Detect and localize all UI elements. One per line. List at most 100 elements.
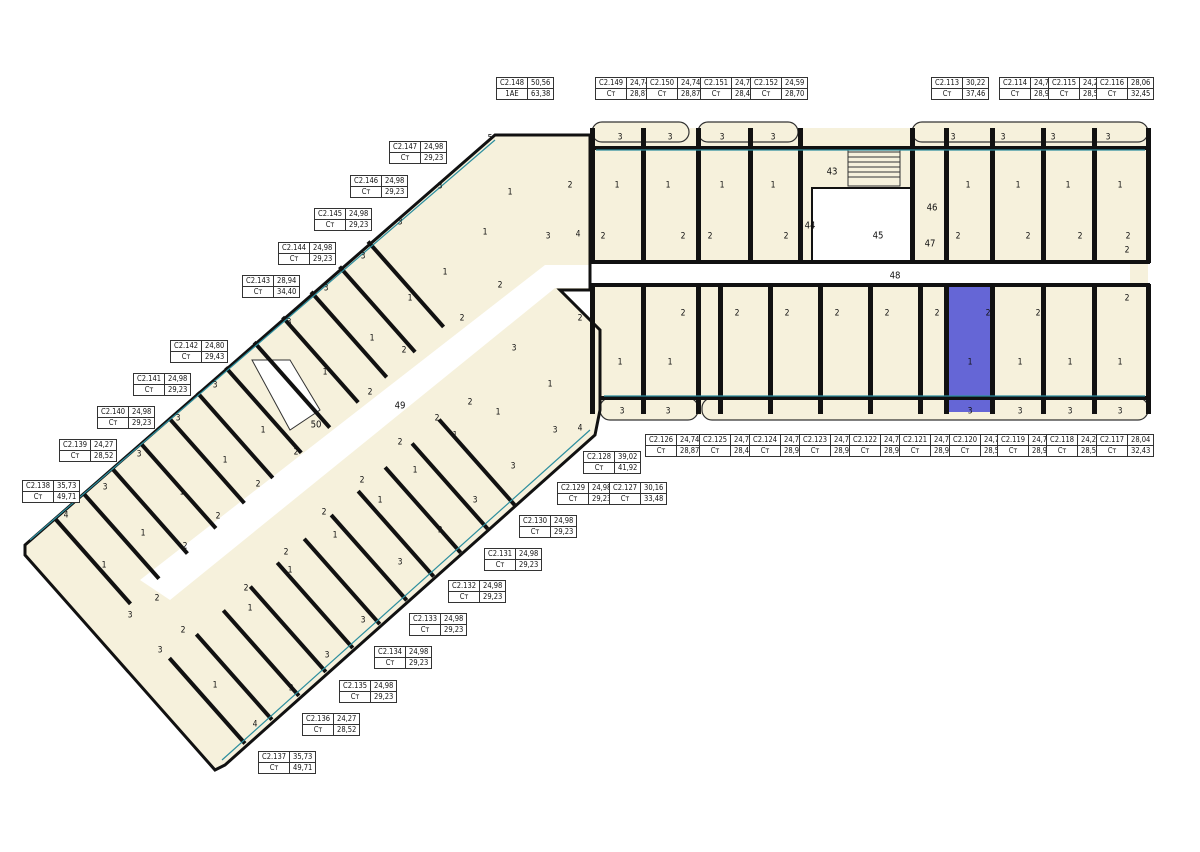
unit-tag-a: 24,74 [627, 78, 653, 89]
unit-tag-id: C2.113 [932, 78, 964, 89]
wall [718, 284, 723, 414]
room-label: 2 [181, 626, 186, 636]
room-label: 1 [453, 431, 458, 441]
room-label: 1 [868, 358, 873, 368]
core-block [811, 187, 913, 263]
wall [366, 240, 446, 329]
room-label: 3 [289, 684, 294, 694]
room-label: 2 [681, 232, 686, 242]
unit-tag-id: C2.123 [800, 435, 832, 446]
unit-tag-id: C2.145 [315, 209, 347, 220]
room-label: 2 [986, 309, 991, 319]
room-label: 1 [615, 181, 620, 191]
top-balcony [591, 121, 690, 143]
wall [281, 315, 360, 404]
room-label: 2 [284, 548, 289, 558]
room-label: 2 [1026, 232, 1031, 242]
unit-tag-k: Ст [700, 446, 732, 456]
room-label: 3 [868, 407, 873, 417]
room-label: 1 [248, 604, 253, 614]
unit-tag-k: Ст [98, 418, 130, 428]
unit-tag-b: 29,23 [444, 625, 464, 634]
room-label: 3 [1068, 407, 1073, 417]
unit-tag-a: 35,73 [54, 481, 80, 492]
unit-tag-id: C2.136 [303, 714, 335, 725]
unit-tag-b: 29,23 [424, 153, 444, 162]
wall [221, 609, 301, 698]
unit-tag-a: 24,74 [981, 435, 1007, 446]
unit-tag-b: 63,38 [531, 89, 551, 98]
unit-tag-id: C2.119 [998, 435, 1030, 446]
room-label: 3 [176, 414, 181, 424]
room-label: 2 [294, 448, 299, 458]
unit-tag-a: 28,06 [1128, 78, 1154, 89]
room-label: 44 [805, 221, 816, 232]
unit-tag-b: 28,52 [1083, 89, 1103, 98]
room-label: 1 [1018, 358, 1023, 368]
unit-tag-k: Ст [751, 89, 783, 99]
unit-tag-k: Ст [410, 625, 442, 635]
room-label: 3 [361, 616, 366, 626]
unit-tag-b: 49,71 [293, 763, 313, 772]
room-label: 3 [720, 133, 725, 143]
unit-tag-a: 24,73 [732, 78, 758, 89]
window-line [29, 139, 496, 541]
unit-tag-k: Ст [303, 725, 335, 735]
unit-tag-id: C2.115 [1049, 78, 1081, 89]
wall [590, 128, 595, 263]
room-label: 3 [918, 407, 923, 417]
unit-tag-b: 29,23 [349, 220, 369, 229]
room-label: 2 [360, 476, 365, 486]
room-label: 1 [508, 188, 513, 198]
unit-tag-b: 28,99 [784, 446, 804, 455]
room-label: 2 [468, 398, 473, 408]
unit-tag-id: C2.132 [449, 581, 481, 592]
unit-tag-id: C2.134 [375, 647, 407, 658]
room-label: 1 [618, 358, 623, 368]
unit-tag-id: C2.150 [647, 78, 679, 89]
unit-tag-a: 24,98 [516, 549, 542, 560]
room-label: 3 [618, 133, 623, 143]
unit-tag-k: Ст [1097, 446, 1129, 456]
wall [944, 128, 949, 263]
wall [329, 513, 409, 602]
unit-tag-k: Ст [998, 446, 1030, 456]
room-label: 2 [935, 309, 940, 319]
wall [1092, 128, 1097, 263]
unit-tag-a: 24,80 [202, 341, 228, 352]
wall [167, 416, 246, 505]
unit-tag-a: 24,98 [480, 581, 506, 592]
unit-tag-a: 24,98 [406, 647, 432, 658]
unit-tag-a: 24,27 [1078, 435, 1104, 446]
wall [224, 366, 303, 455]
unit-tag-b: 28,41 [735, 89, 755, 98]
room-label: 1 [370, 334, 375, 344]
room-label: 1 [1118, 181, 1123, 191]
room-label: 1 [966, 181, 971, 191]
wall [53, 517, 132, 606]
unit-tag-b: 28,99 [834, 446, 854, 455]
unit-tag-a: 35,73 [290, 752, 316, 763]
unit-tag-a: 24,98 [382, 176, 408, 187]
room-label: 43 [827, 167, 838, 178]
wall [252, 340, 332, 429]
room-label: 1 [666, 181, 671, 191]
room-label: 1 [408, 294, 413, 304]
unit-tag-b: 28,52 [337, 725, 357, 734]
wall [275, 561, 355, 650]
room-label: 1 [443, 268, 448, 278]
room-label: 2 [216, 512, 221, 522]
wall [437, 418, 517, 507]
room-label: 3 [438, 526, 443, 536]
unit-tag-id: C2.151 [701, 78, 733, 89]
wall [590, 284, 595, 414]
